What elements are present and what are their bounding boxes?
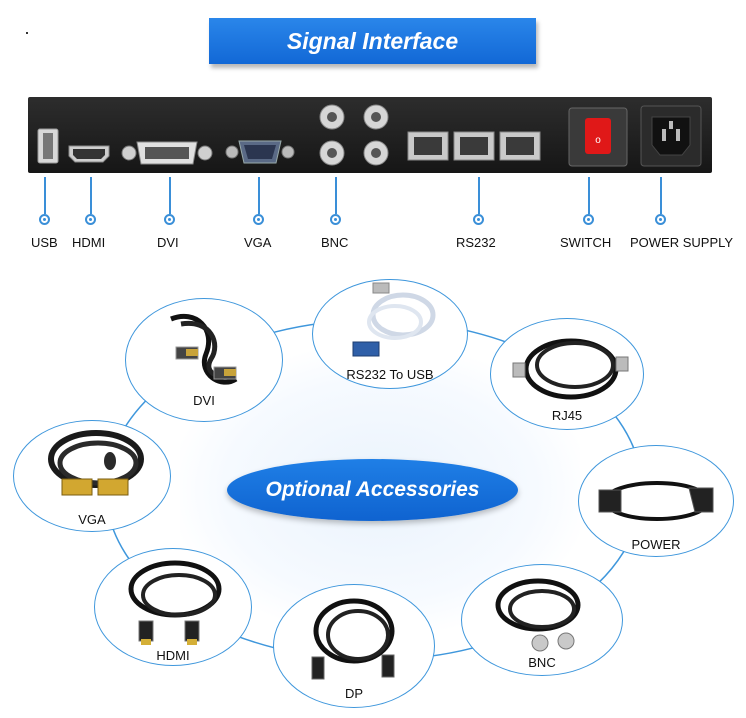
accessory-power: POWER bbox=[578, 445, 734, 557]
signal-interface-banner: Signal Interface bbox=[209, 18, 536, 64]
switch-leader bbox=[588, 177, 590, 214]
accessory-bnc: BNC bbox=[461, 564, 623, 676]
stray-dot bbox=[26, 32, 28, 34]
port-label-hdmi: HDMI bbox=[72, 235, 106, 250]
switch-marker bbox=[583, 214, 594, 225]
hdmi-port-icon bbox=[68, 145, 110, 163]
hdmi-marker bbox=[85, 214, 96, 225]
power-socket-icon bbox=[640, 105, 702, 167]
port-label-usb: USB bbox=[31, 235, 58, 250]
usb-leader bbox=[44, 177, 46, 214]
power-supply-leader bbox=[660, 177, 662, 214]
port-label-power-supply: POWER SUPPLY bbox=[630, 235, 734, 250]
dvi-port-icon bbox=[121, 141, 213, 165]
accessory-label-dp: DP bbox=[344, 686, 364, 701]
signal-interface-title: Signal Interface bbox=[286, 27, 459, 54]
accessory-label-hdmi: HDMI bbox=[156, 648, 190, 663]
vga-marker bbox=[253, 214, 264, 225]
rs232-leader bbox=[478, 177, 480, 214]
accessory-rj45: RJ45 bbox=[490, 318, 644, 430]
optional-accessories-title: Optional Accessories bbox=[265, 478, 480, 501]
rs232-usb-cable-icon bbox=[352, 282, 436, 357]
dp-cable-icon bbox=[311, 598, 395, 680]
rocker-switch-icon: o bbox=[568, 107, 628, 167]
accessory-vga: VGA bbox=[13, 420, 171, 532]
rj45-port-icon bbox=[407, 131, 541, 161]
optional-accessories-badge: Optional Accessories bbox=[227, 459, 518, 521]
dvi-cable-icon bbox=[170, 313, 238, 385]
vga-port-icon bbox=[225, 140, 295, 164]
port-label-rs232: RS232 bbox=[456, 235, 496, 250]
accessory-rs232-to-usb: RS232 To USB bbox=[312, 279, 468, 389]
bnc-port-icon bbox=[319, 104, 389, 166]
accessory-dp: DP bbox=[273, 584, 435, 708]
rs232-marker bbox=[473, 214, 484, 225]
port-label-switch: SWITCH bbox=[560, 235, 612, 250]
port-label-vga: VGA bbox=[244, 235, 272, 250]
hdmi-cable-icon bbox=[128, 560, 222, 645]
bnc-marker bbox=[330, 214, 341, 225]
usb-marker bbox=[39, 214, 50, 225]
accessory-label-rj45: RJ45 bbox=[551, 408, 583, 423]
port-label-dvi: DVI bbox=[157, 235, 179, 250]
svg-text:o: o bbox=[595, 135, 601, 146]
accessory-hdmi: HDMI bbox=[94, 548, 252, 666]
power-cable-icon bbox=[598, 481, 714, 521]
power-supply-marker bbox=[655, 214, 666, 225]
hdmi-leader bbox=[90, 177, 92, 214]
rear-io-panel: o bbox=[28, 97, 712, 173]
accessory-label-power: POWER bbox=[631, 537, 681, 552]
bnc-leader bbox=[335, 177, 337, 214]
rj45-cable-icon bbox=[512, 338, 629, 400]
bnc-cable-icon bbox=[495, 578, 581, 652]
dvi-leader bbox=[169, 177, 171, 214]
accessory-label-vga: VGA bbox=[78, 512, 106, 527]
accessory-dvi: DVI bbox=[125, 298, 283, 422]
vga-cable-icon bbox=[48, 430, 144, 496]
dvi-marker bbox=[164, 214, 175, 225]
accessory-label-bnc: BNC bbox=[528, 655, 556, 670]
accessory-label-rs232-to-usb: RS232 To USB bbox=[346, 367, 434, 382]
port-label-bnc: BNC bbox=[321, 235, 349, 250]
usb-port-icon bbox=[37, 128, 59, 164]
accessory-label-dvi: DVI bbox=[193, 393, 215, 408]
vga-leader bbox=[258, 177, 260, 214]
